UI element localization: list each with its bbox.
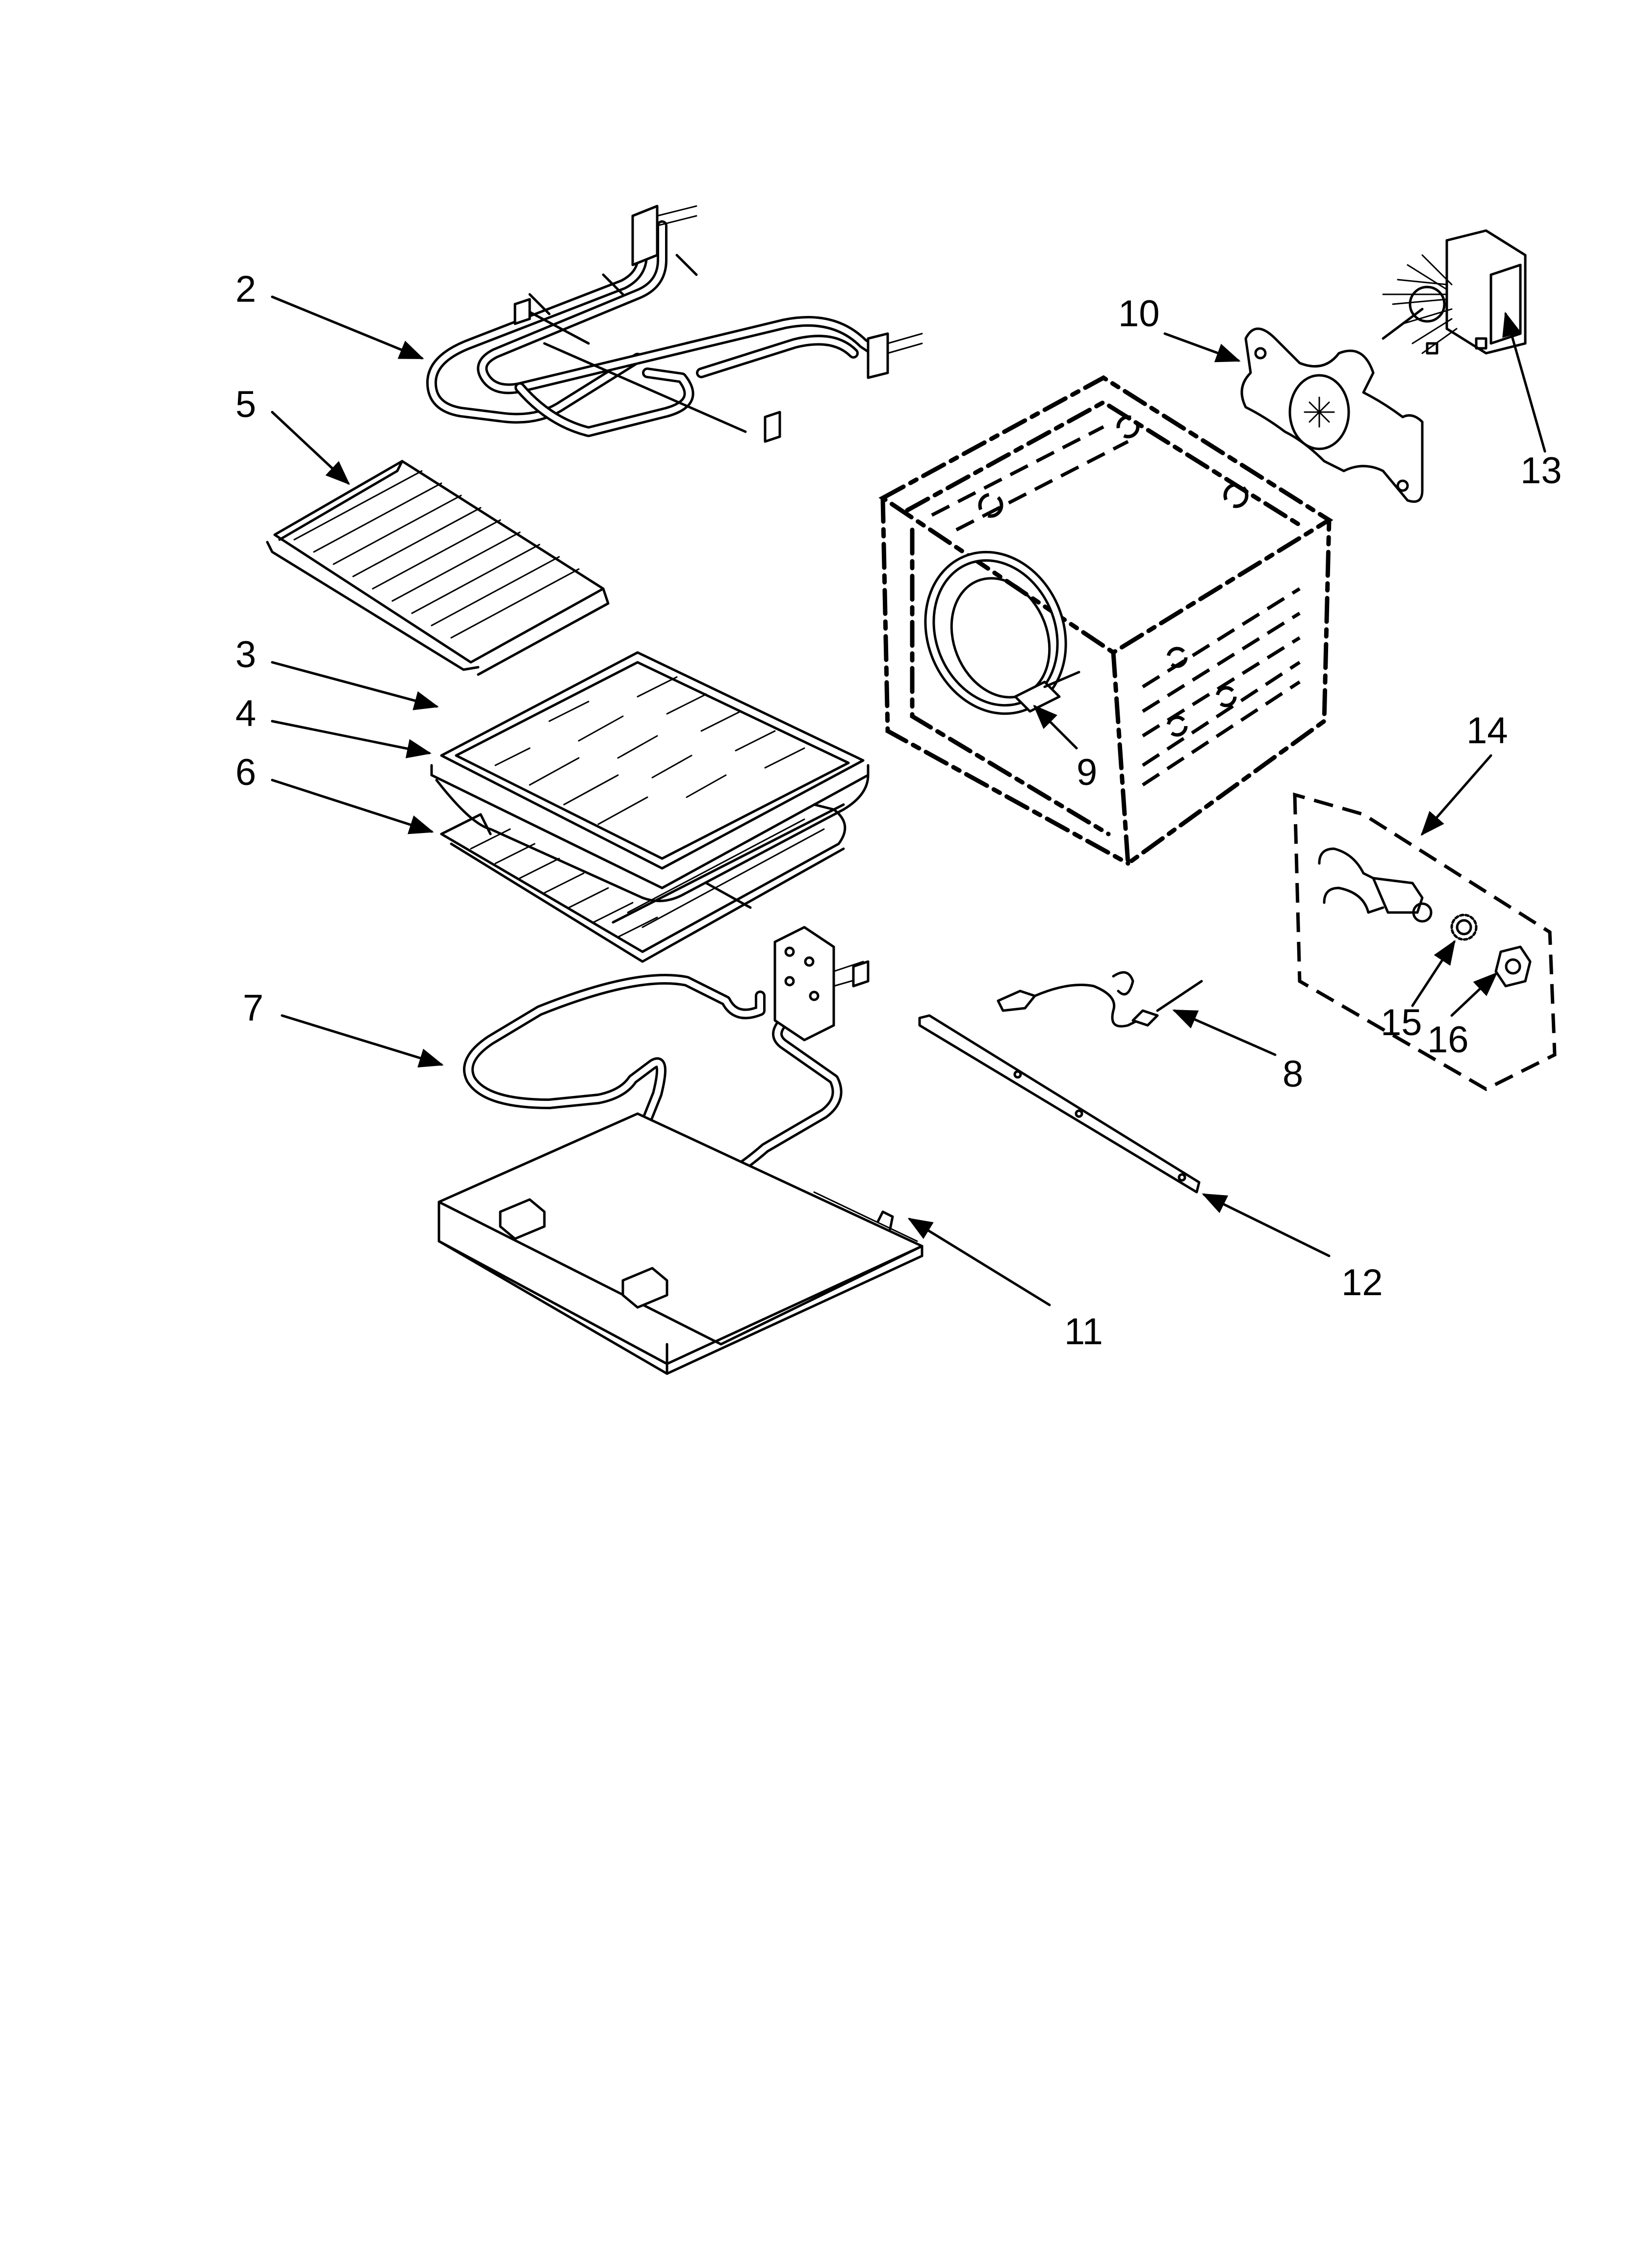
leader-7 bbox=[281, 1014, 444, 1068]
leader-4 bbox=[271, 720, 432, 758]
callout-2: 2 bbox=[235, 268, 256, 310]
leader-11 bbox=[907, 1218, 1051, 1306]
callout-14: 14 bbox=[1466, 710, 1508, 752]
callout-15: 15 bbox=[1381, 1002, 1422, 1043]
bottom-panel-part bbox=[437, 1112, 924, 1375]
callout-9: 9 bbox=[1077, 752, 1097, 793]
lower-rack-part bbox=[440, 803, 847, 963]
callout-3: 3 bbox=[235, 634, 256, 676]
leader-3 bbox=[271, 661, 439, 710]
leader-2 bbox=[271, 295, 424, 360]
oven-rack-part bbox=[266, 460, 610, 676]
callout-13: 13 bbox=[1520, 450, 1562, 492]
callout-12: 12 bbox=[1341, 1262, 1383, 1303]
leader-9 bbox=[1033, 704, 1078, 750]
leader-10 bbox=[1163, 332, 1241, 363]
fan-baffle-part bbox=[1240, 327, 1424, 503]
broiler-pan-part bbox=[430, 651, 870, 924]
broil-element-part bbox=[426, 205, 923, 443]
callout-16: 16 bbox=[1427, 1019, 1469, 1061]
callout-7: 7 bbox=[243, 987, 263, 1029]
lamp-kit-part bbox=[1293, 792, 1557, 1091]
oven-cavity-outline bbox=[878, 375, 1334, 868]
callout-10: 10 bbox=[1118, 293, 1160, 335]
meat-probe-part bbox=[997, 971, 1203, 1028]
leader-6 bbox=[271, 779, 434, 834]
bake-element-part bbox=[463, 926, 870, 1193]
callout-4: 4 bbox=[235, 693, 256, 734]
callout-6: 6 bbox=[235, 752, 256, 793]
callout-11: 11 bbox=[1064, 1311, 1103, 1353]
leader-13 bbox=[1502, 312, 1546, 453]
leader-12 bbox=[1202, 1193, 1331, 1257]
leader-16 bbox=[1450, 972, 1498, 1017]
callout-5: 5 bbox=[235, 384, 256, 425]
callout-labels: 2 5 3 4 6 7 10 13 9 14 15 16 8 12 11 bbox=[235, 268, 1562, 1353]
leader-lines bbox=[271, 295, 1546, 1306]
callout-8: 8 bbox=[1283, 1053, 1303, 1095]
fan-motor-part bbox=[1382, 229, 1527, 355]
trim-strip-part bbox=[918, 1014, 1201, 1194]
convection-element-part bbox=[924, 550, 1080, 715]
leader-8 bbox=[1172, 1009, 1277, 1056]
leader-15 bbox=[1411, 939, 1456, 1007]
leader-14 bbox=[1420, 754, 1492, 836]
leader-5 bbox=[271, 411, 350, 485]
